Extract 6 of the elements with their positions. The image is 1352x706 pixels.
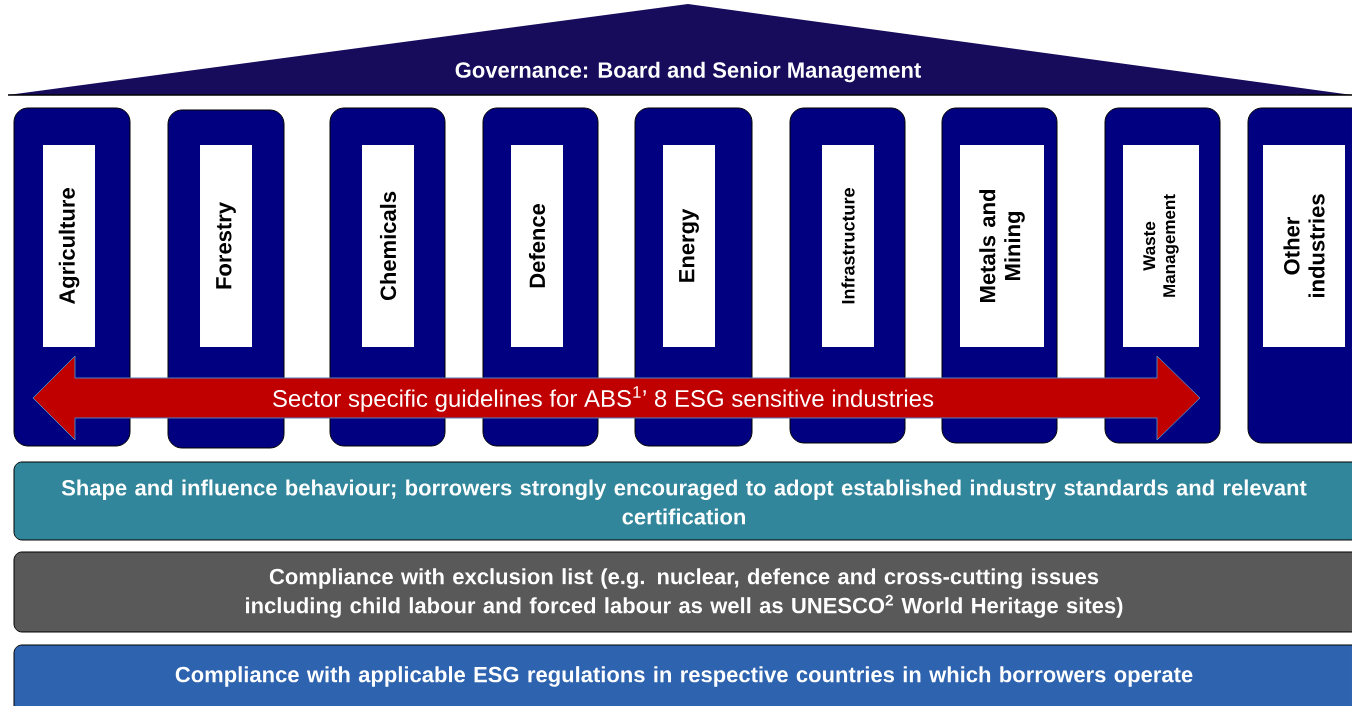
pillar: Agriculture [13,107,131,447]
pillar: Other industries [1247,107,1352,444]
roof-triangle: Governance: Board and Senior Management [7,4,1352,96]
layer-band: Compliance with exclusion list (e.g. nuclear, defence and cross-cutting issues including child labour and forced labour as well as UNESCO$^{2}$ World Heritage sites) [13,551,1352,633]
layer-band: Shape and influence behaviour; borrowers strongly encouraged to adopt established industry standards and relevant certification [13,461,1352,541]
layer-band: Compliance with applicable ESG regulations in respective countries in which borrowers operate [13,644,1352,706]
